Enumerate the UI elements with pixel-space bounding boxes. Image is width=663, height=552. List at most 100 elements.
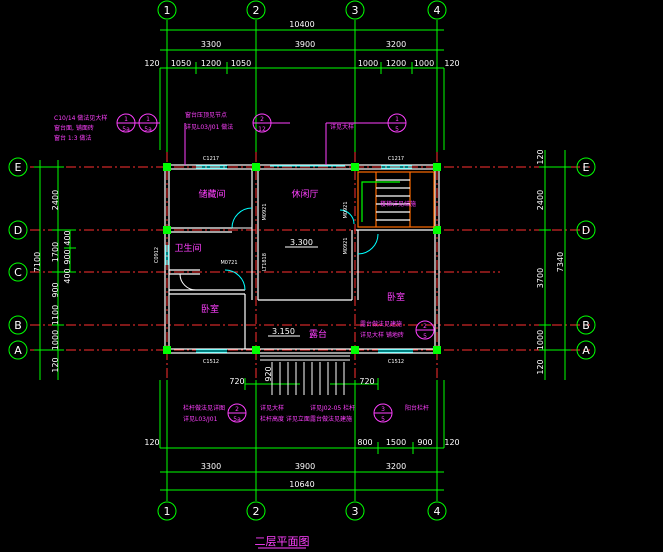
svg-text:栏杆高度 详见立面: 栏杆高度 详见立面	[260, 415, 310, 423]
svg-text:露台做法见建施: 露台做法见建施	[310, 415, 352, 423]
svg-text:窗台 1:3 做法: 窗台 1:3 做法	[54, 134, 91, 142]
room-labels: 储藏间 休闲厅 卫生间 卧室 卧室 露台	[174, 188, 405, 340]
axis-label: 2	[253, 505, 260, 518]
svg-text:详见大样: 详见大样	[260, 404, 284, 412]
dim-window: 1000	[414, 59, 434, 68]
elevation-hall: 3.300	[290, 238, 313, 247]
svg-text:720: 720	[229, 377, 244, 386]
svg-text:3300: 3300	[201, 462, 221, 471]
svg-text:C1217: C1217	[203, 156, 219, 162]
svg-text:800: 800	[357, 438, 372, 447]
svg-text:3700: 3700	[536, 268, 545, 288]
svg-text:3: 3	[381, 406, 385, 413]
svg-text:920: 920	[264, 366, 273, 381]
columns	[163, 163, 441, 354]
svg-text:2: 2	[235, 406, 239, 413]
windows	[165, 165, 413, 353]
dim-offset: 120	[144, 59, 159, 68]
axis-label: 4	[434, 4, 441, 17]
svg-text:5: 5	[395, 126, 399, 133]
top-dimension-labels: 10400 3300 3900 3200 120 120 1050 1200 1…	[144, 20, 459, 68]
svg-text:400: 400	[63, 268, 72, 283]
staircase	[357, 171, 435, 228]
room-storage-label: 储藏间	[198, 188, 225, 200]
svg-text:2: 2	[423, 323, 427, 330]
svg-text:1100: 1100	[51, 305, 60, 325]
svg-text:7100: 7100	[33, 252, 42, 272]
svg-text:3900: 3900	[295, 462, 315, 471]
svg-text:1: 1	[124, 116, 128, 123]
axis-label: 4	[434, 505, 441, 518]
svg-text:C10/14 做法见大样: C10/14 做法见大样	[54, 114, 107, 122]
svg-text:5a: 5a	[233, 416, 241, 423]
svg-text:120: 120	[536, 149, 545, 164]
terrace-railing	[260, 355, 350, 395]
svg-text:B: B	[14, 319, 22, 332]
axis-bubble-3-bottom: 3	[345, 501, 365, 521]
axis-grid	[30, 152, 590, 380]
axis-bubble-1-top: 1	[157, 0, 177, 20]
svg-text:E: E	[15, 161, 22, 174]
callout-bottom-right: 3 5	[373, 403, 393, 423]
svg-text:900: 900	[417, 438, 432, 447]
svg-text:120: 120	[536, 359, 545, 374]
svg-text:900: 900	[63, 249, 72, 264]
axis-bubble-3-top: 3	[345, 0, 365, 20]
left-dimension-labels: 7100 2400 1700 900 1100 1000 400 900 400…	[33, 190, 72, 373]
axis-bubble-A-left: A	[8, 340, 28, 360]
svg-text:1: 1	[395, 116, 399, 123]
svg-text:M0921: M0921	[343, 201, 349, 218]
svg-text:详见J02-05 栏杆: 详见J02-05 栏杆	[310, 404, 355, 412]
svg-text:5: 5	[381, 416, 385, 423]
bottom-dimension-labels: 120 120 800 1500 900 3300 3900 3200 1064…	[144, 366, 459, 489]
top-dimensions	[159, 24, 445, 150]
callouts: 1 5a 1 5a 2 12 1 5 2 5 2 5a	[116, 113, 435, 423]
svg-text:D: D	[582, 224, 590, 237]
svg-text:楼梯详见结施: 楼梯详见结施	[380, 200, 416, 208]
svg-text:E: E	[583, 161, 590, 174]
callout-bottom-left: 2 5a	[227, 403, 247, 423]
dim-window: 1000	[358, 59, 378, 68]
svg-text:2400: 2400	[536, 190, 545, 210]
svg-text:详见L03/J01: 详见L03/J01	[183, 415, 218, 423]
svg-text:栏杆做法见详图: 栏杆做法见详图	[183, 404, 225, 412]
axis-bubble-E-left: E	[8, 157, 28, 177]
right-dimensions	[539, 150, 571, 380]
dim-span: 3900	[295, 40, 315, 49]
svg-text:C0912: C0912	[154, 247, 160, 263]
dim-span: 3300	[201, 40, 221, 49]
svg-text:7340: 7340	[556, 252, 565, 272]
svg-text:120: 120	[51, 357, 60, 372]
axis-label: 1	[164, 505, 171, 518]
axis-bubble-C-left: C	[8, 262, 28, 282]
svg-text:C: C	[14, 266, 22, 279]
axis-bubbles-bottom: 1 2 3 4	[157, 501, 447, 521]
svg-text:详见大样: 详见大样	[330, 123, 354, 131]
svg-text:1000: 1000	[536, 330, 545, 350]
svg-text:2: 2	[260, 116, 264, 123]
axis-bubble-4-bottom: 4	[427, 501, 447, 521]
annotation-notes: C10/14 做法见大样 窗台面, 铺面砖 窗台 1:3 做法 窗台压顶见节点 …	[54, 111, 429, 423]
axis-bubble-B-right: B	[576, 315, 596, 335]
svg-text:B: B	[582, 319, 590, 332]
svg-text:窗台压顶见节点: 窗台压顶见节点	[185, 111, 227, 119]
axis-bubble-B-left: B	[8, 315, 28, 335]
axis-bubble-2-bottom: 2	[246, 501, 266, 521]
svg-text:5: 5	[423, 333, 427, 340]
svg-text:M0921: M0921	[262, 203, 268, 220]
svg-text:5a: 5a	[122, 126, 130, 133]
svg-text:3200: 3200	[386, 462, 406, 471]
svg-text:LT1818: LT1818	[262, 253, 268, 271]
elevation-terrace: 3.150	[272, 327, 295, 336]
room-bedroom-right-label: 卧室	[387, 291, 405, 303]
axis-bubbles-left: E D C B A	[8, 157, 28, 360]
svg-text:5a: 5a	[144, 126, 152, 133]
axis-label: 3	[352, 4, 359, 17]
dim-offset: 120	[444, 59, 459, 68]
walls	[164, 164, 440, 354]
axis-label: 1	[164, 4, 171, 17]
svg-text:窗台面, 铺面砖: 窗台面, 铺面砖	[54, 124, 94, 132]
axis-bubbles-right: E D B A	[576, 157, 596, 360]
axis-bubble-D-right: D	[576, 220, 596, 240]
drawing-title: 二层平面图	[255, 535, 310, 548]
